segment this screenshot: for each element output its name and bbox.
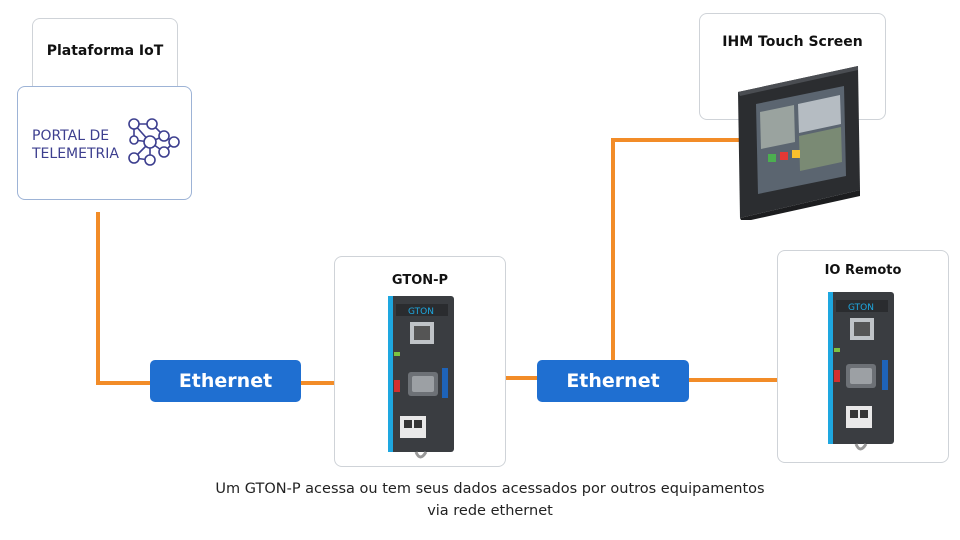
portal-logo-text: PORTAL DE TELEMETRIA — [32, 127, 119, 163]
link-iot-horizontal — [96, 381, 156, 385]
link-hmi-horizontal — [611, 138, 741, 142]
caption-line1: Um GTON-P acessa ou tem seus dados acess… — [215, 481, 765, 497]
hmi-touchscreen-image — [738, 66, 860, 220]
hmi-title: IHM Touch Screen — [722, 34, 863, 50]
remote-io-title: IO Remoto — [824, 263, 902, 278]
iot-platform-logo-card: PORTAL DE TELEMETRIA — [17, 86, 192, 200]
link-iot-vertical — [96, 212, 100, 385]
link-left-ethernet-to-gton — [300, 381, 336, 385]
remote-io-device-image: GTON — [828, 292, 894, 451]
portal-logo-line1: PORTAL DE — [32, 128, 110, 144]
iot-platform-tab: Plataforma IoT — [32, 18, 178, 98]
link-right-ethernet-to-io — [688, 378, 780, 382]
ethernet-label-right: Ethernet — [537, 360, 689, 402]
caption-line2: via rede ethernet — [427, 503, 553, 519]
network-nodes-icon — [128, 118, 180, 166]
diagram-caption: Um GTON-P acessa ou tem seus dados acess… — [140, 478, 840, 522]
link-gton-to-right-ethernet — [504, 376, 540, 380]
gton-device-image: GTON — [388, 296, 454, 459]
svg-text:GTON: GTON — [408, 307, 434, 317]
gton-title: GTON-P — [391, 273, 449, 288]
iot-platform-title: Plataforma IoT — [46, 43, 164, 59]
svg-text:GTON: GTON — [848, 303, 874, 313]
link-hmi-vertical — [611, 138, 615, 363]
ethernet-label-left: Ethernet — [150, 360, 301, 402]
portal-logo-line2: TELEMETRIA — [32, 146, 119, 162]
